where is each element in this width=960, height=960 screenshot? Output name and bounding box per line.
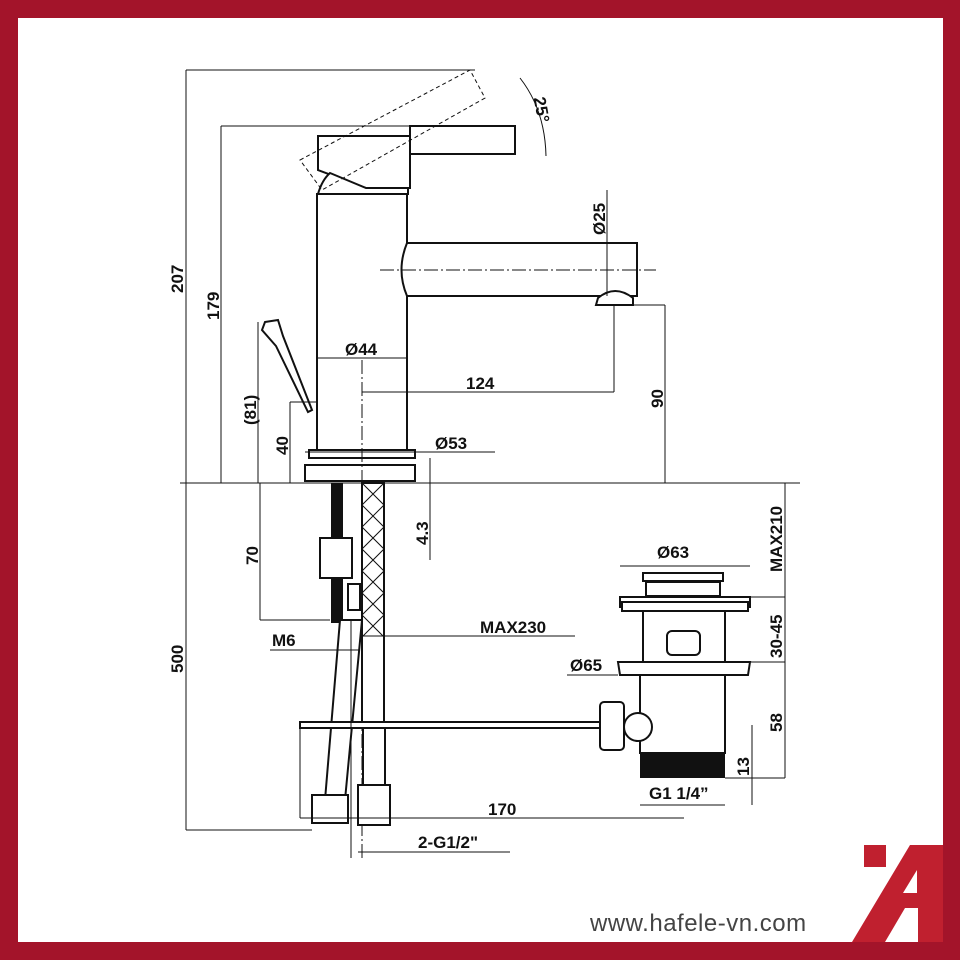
spout-diameter-label: Ø25 [590,203,609,235]
hafele-logo [852,845,943,942]
rod-height-label: 40 [273,436,292,455]
mounting-and-hoses [299,482,606,858]
waste-height-label: 58 [767,713,786,732]
waste-range-label: 30-45 [767,615,786,658]
pop-up-waste [599,572,752,778]
max-waste-label: MAX210 [767,506,786,572]
spout-reach-label: 124 [466,374,495,393]
lever-height-label: 179 [204,292,223,320]
thread-length-label: 13 [734,757,753,776]
drawing-frame [18,18,943,942]
max-rod-label: MAX230 [480,618,546,637]
hose-length-label: 500 [168,645,187,673]
dimension-lines [185,69,786,853]
pop-up-diameter-label: Ø63 [657,543,689,562]
waste-thread-label: G1 1/4” [649,784,709,803]
deck-thickness-label: 4.3 [413,521,432,545]
hose-connection-label: 2-G1/2" [418,833,478,852]
website-url: www.hafele-vn.com [590,910,807,937]
spout-height-label: 90 [648,389,667,408]
angle-label: 25° [530,95,553,124]
total-height-label: 207 [168,265,187,293]
faucet-body [260,69,656,860]
base-diameter-label: Ø53 [435,434,467,453]
flange-diameter-label: Ø65 [570,656,602,675]
rod-reach-label: 170 [488,800,516,819]
body-diameter-label: Ø44 [345,340,378,359]
stud-thread-label: M6 [272,631,296,650]
rod-height-ref-label: (81) [241,395,260,425]
stud-length-label: 70 [243,546,262,565]
